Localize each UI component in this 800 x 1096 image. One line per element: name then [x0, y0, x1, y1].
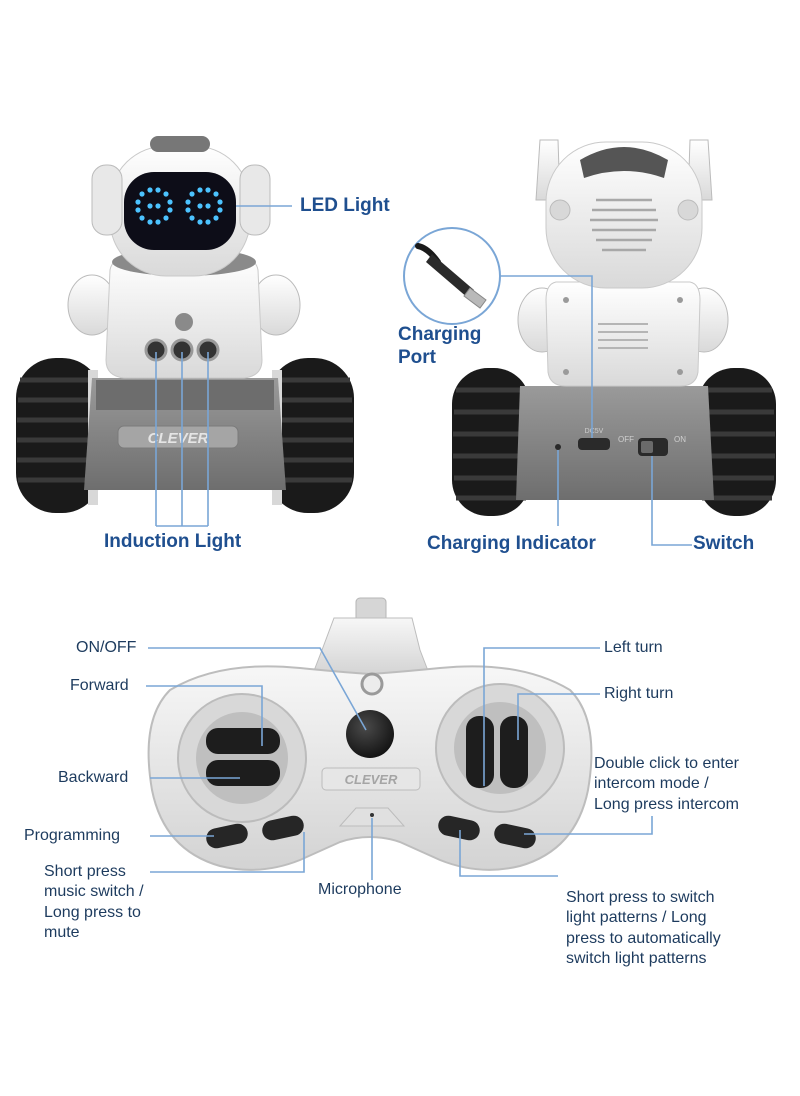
label-charging-indicator: Charging Indicator	[427, 533, 596, 554]
charging-port	[578, 438, 610, 450]
label-backward: Backward	[58, 769, 129, 786]
light-button	[438, 815, 480, 841]
back-base	[516, 386, 714, 500]
programming-button	[206, 823, 248, 849]
usb-cable-inset	[403, 227, 501, 325]
robot-back: DC5V OFF ON	[403, 139, 776, 546]
front-brand-text: CLEVER	[148, 430, 209, 447]
backward-stick	[206, 760, 280, 786]
label-charging-port-line2: Port	[398, 347, 436, 368]
switch-on-mark: ON	[674, 435, 686, 444]
label-charging-port-line1: Charging	[398, 324, 482, 345]
intercom-button	[494, 823, 536, 849]
label-on-off: ON/OFF	[76, 639, 137, 656]
label-left-turn: Left turn	[604, 639, 663, 656]
right-turn-stick	[500, 716, 528, 788]
label-led-light: LED Light	[300, 195, 390, 216]
label-right-turn: Right turn	[604, 685, 674, 702]
label-microphone: Microphone	[318, 881, 402, 898]
label-programming: Programming	[24, 827, 121, 844]
port-mark: DC5V	[585, 428, 604, 435]
switch-off-mark: OFF	[618, 435, 634, 444]
robot-front: CLEVER	[16, 136, 354, 527]
led-eyes	[135, 187, 223, 225]
back-head	[545, 141, 703, 289]
microphone-hole	[370, 813, 374, 817]
robot-base: CLEVER	[84, 378, 286, 490]
back-leader-lines	[500, 275, 692, 546]
robot-head	[91, 136, 271, 277]
back-body	[545, 281, 701, 387]
label-music-switch: Short press music switch / Long press to…	[44, 863, 144, 942]
label-light-patterns: Short press to switch light patterns / L…	[566, 889, 721, 968]
forward-stick	[206, 728, 280, 754]
remote-controller: CLEVER	[146, 597, 653, 880]
charging-indicator-led	[555, 444, 561, 450]
label-switch: Switch	[693, 533, 755, 554]
label-induction-light: Induction Light	[104, 531, 242, 552]
label-intercom: Double click to enter intercom mode / Lo…	[594, 755, 739, 813]
remote-leader-lines	[146, 647, 653, 880]
front-leader-lines	[155, 205, 292, 527]
label-forward: Forward	[70, 677, 129, 694]
music-button	[262, 815, 304, 841]
on-off-button	[346, 710, 394, 758]
remote-brand-text: CLEVER	[345, 772, 398, 787]
left-turn-stick	[466, 716, 494, 788]
